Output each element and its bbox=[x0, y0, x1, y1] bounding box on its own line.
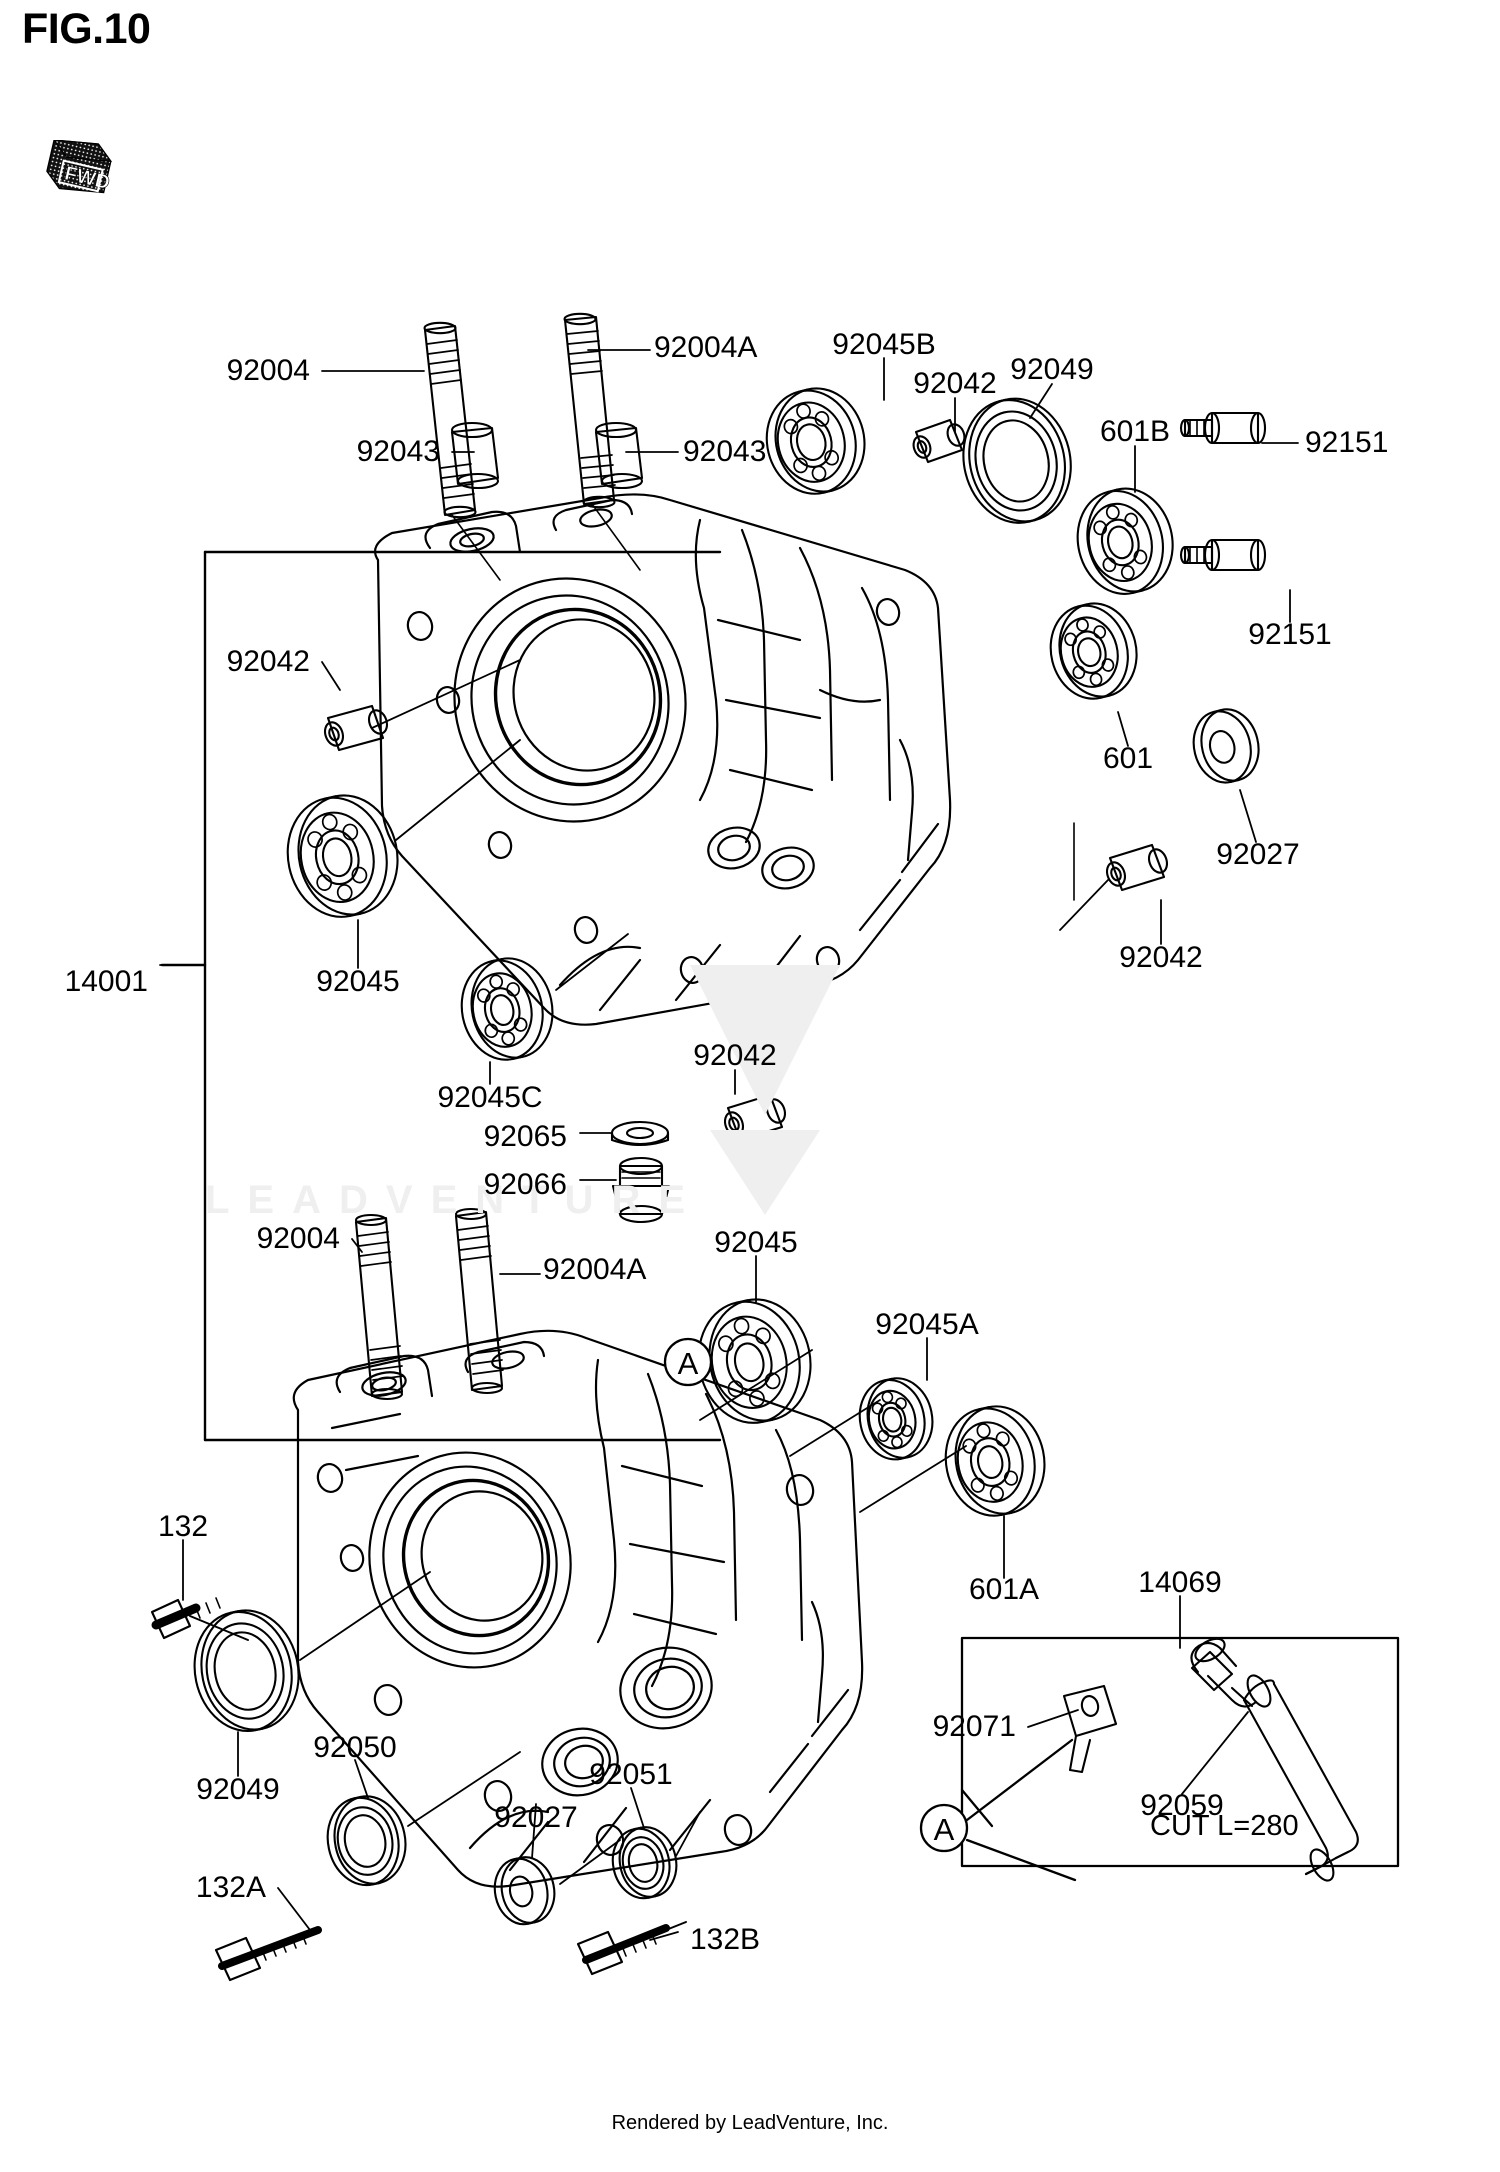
part-label-601b: 601B bbox=[1099, 415, 1171, 448]
part-label-14001: 14001 bbox=[64, 965, 148, 998]
part-label-92045b: 92045B bbox=[832, 328, 936, 361]
stud-92004-lower bbox=[356, 1215, 403, 1399]
part-label-92004: 92004 bbox=[256, 1222, 340, 1255]
part-label-92071: 92071 bbox=[932, 1710, 1016, 1743]
part-label-92045: 92045 bbox=[714, 1226, 798, 1259]
page-footer: Rendered by LeadVenture, Inc. bbox=[611, 2112, 889, 2134]
part-label-92065: 92065 bbox=[483, 1120, 567, 1153]
pin-92042-left bbox=[322, 706, 390, 750]
part-label-14069: 14069 bbox=[1138, 1566, 1222, 1599]
page-title: FIG.10 bbox=[22, 5, 151, 53]
screw-92151-lower bbox=[1181, 540, 1265, 570]
bearing-92045a bbox=[853, 1372, 940, 1465]
bearing-601a bbox=[936, 1398, 1054, 1524]
screw-92151-upper bbox=[1181, 413, 1265, 443]
fwd-arrow-icon: FWD bbox=[46, 140, 112, 195]
bearing-601b bbox=[1067, 479, 1183, 603]
part-label-92045a: 92045A bbox=[875, 1308, 979, 1341]
callout-marker-a-lower bbox=[921, 1740, 1075, 1880]
bolt-132b bbox=[578, 1922, 686, 1974]
part-label-92151: 92151 bbox=[1248, 618, 1332, 651]
part-label-92059: 92059 bbox=[1140, 1789, 1224, 1822]
part-label-92050: 92050 bbox=[313, 1731, 397, 1764]
stud-92004a-lower bbox=[456, 1209, 503, 1393]
inset-box-14069 bbox=[962, 1638, 1398, 1866]
part-label-92045: 92045 bbox=[316, 965, 400, 998]
part-label-92004a: 92004A bbox=[654, 331, 758, 364]
part-label-92043: 92043 bbox=[356, 435, 440, 468]
part-label-601a: 601A bbox=[968, 1573, 1040, 1606]
seal-92051 bbox=[606, 1822, 682, 1904]
part-label-92049: 92049 bbox=[196, 1773, 280, 1806]
part-label-92066: 92066 bbox=[483, 1168, 567, 1201]
pin-92042-right bbox=[1074, 823, 1170, 900]
part-label-92051: 92051 bbox=[589, 1758, 673, 1791]
part-label-92042: 92042 bbox=[693, 1039, 777, 1072]
bearing-601 bbox=[1041, 595, 1146, 707]
part-label-92027: 92027 bbox=[494, 1801, 578, 1834]
pin-92042-top bbox=[911, 420, 968, 462]
part-label-132: 132 bbox=[157, 1510, 209, 1543]
clamp-92071 bbox=[1064, 1686, 1116, 1772]
collar-92043-left bbox=[452, 423, 498, 488]
part-label-92043: 92043 bbox=[683, 435, 767, 468]
part-label-92151: 92151 bbox=[1305, 426, 1389, 459]
crankcase-half-lower bbox=[294, 1331, 862, 1887]
part-label-92004a: 92004A bbox=[543, 1253, 647, 1286]
oil-seal-92049-lower bbox=[184, 1601, 310, 1740]
leader-lines bbox=[160, 350, 1298, 1940]
part-label-601: 601 bbox=[1102, 742, 1154, 775]
bearing-92045-left bbox=[277, 786, 409, 926]
assembly-pointer-lines bbox=[300, 660, 1108, 1884]
washer-92065 bbox=[612, 1122, 668, 1145]
washer-92027-right bbox=[1186, 703, 1266, 788]
part-label-92042: 92042 bbox=[226, 645, 310, 678]
part-label-92004: 92004 bbox=[226, 354, 310, 387]
washer-92027-lower bbox=[489, 1852, 560, 1929]
bolt-132a bbox=[216, 1930, 318, 1980]
bearing-92045b bbox=[756, 379, 875, 503]
inset-note-cut-length: CUT L=280 bbox=[1150, 1810, 1299, 1842]
hose-92059 bbox=[1243, 1672, 1358, 1884]
seal-92050 bbox=[320, 1790, 414, 1892]
part-label-92042: 92042 bbox=[913, 367, 997, 400]
oil-seal-92049-top bbox=[951, 388, 1084, 534]
part-label-132a: 132A bbox=[195, 1871, 266, 1904]
part-label-92042: 92042 bbox=[1119, 941, 1203, 974]
part-label-92045c: 92045C bbox=[437, 1081, 543, 1114]
part-label-92049: 92049 bbox=[1010, 353, 1094, 386]
callout-a-text-upper: A bbox=[678, 1346, 699, 1381]
drain-plug-92066 bbox=[613, 1158, 669, 1222]
collar-92043-right bbox=[596, 423, 642, 488]
stud-92004a bbox=[565, 314, 641, 570]
assembly-bracket bbox=[162, 552, 720, 1440]
crankcase-half-upper bbox=[375, 494, 950, 1024]
breather-elbow-14069 bbox=[1191, 1634, 1256, 1706]
part-label-132b: 132B bbox=[690, 1923, 761, 1956]
callout-a-text-lower: A bbox=[934, 1812, 955, 1847]
bolt-132 bbox=[152, 1598, 248, 1640]
part-label-92027: 92027 bbox=[1216, 838, 1300, 871]
callout-marker-a-upper bbox=[665, 1339, 711, 1385]
